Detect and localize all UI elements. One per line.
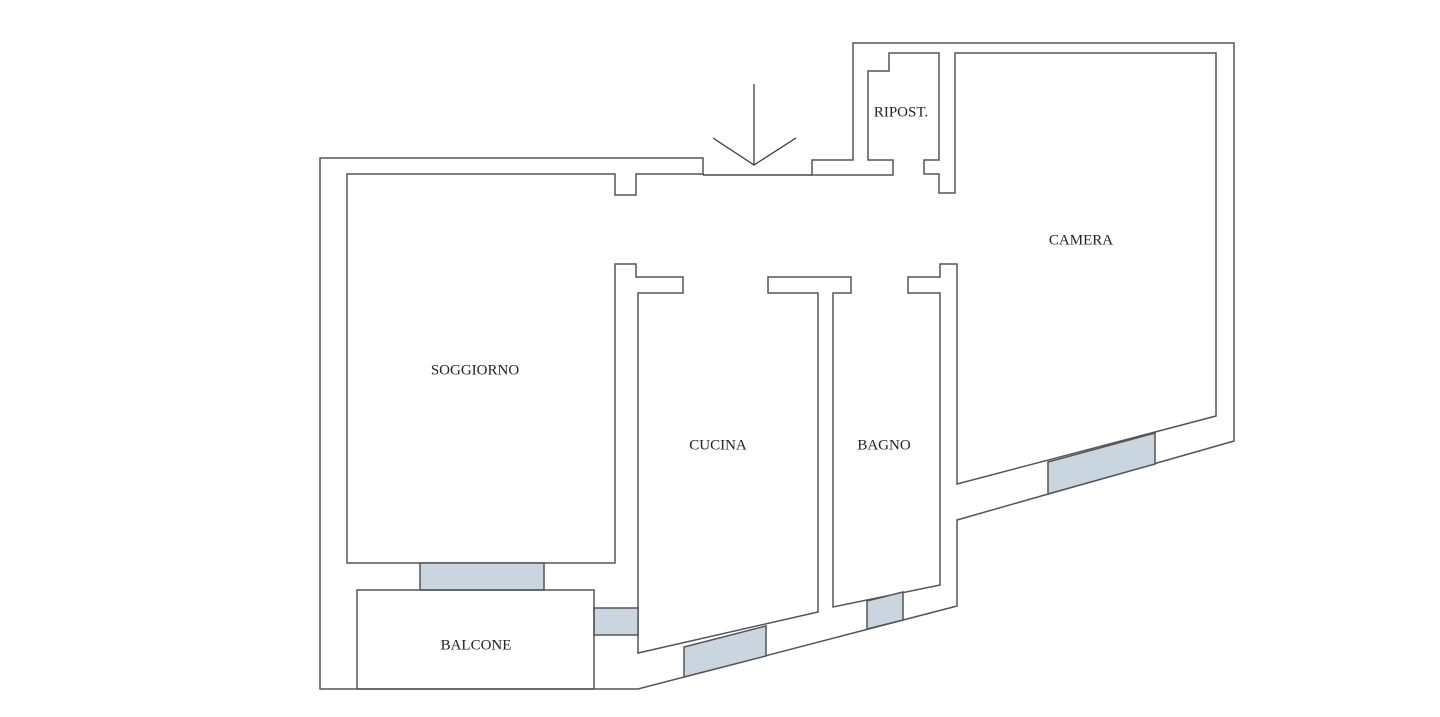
room-label-ripostiglio: RIPOST.: [873, 104, 929, 121]
balcone-area: [356, 589, 595, 690]
window-cucina: [683, 625, 767, 678]
window-soggiorno: [419, 562, 545, 591]
window-camera: [1047, 432, 1156, 495]
room-label-balcone: BALCONE: [440, 637, 512, 654]
window-balcone-side: [593, 607, 639, 636]
window-bagno: [866, 591, 904, 630]
outer-wall: [319, 42, 1235, 690]
arrow-down-icon: [712, 84, 797, 166]
room-label-bagno: BAGNO: [857, 437, 911, 454]
room-label-cucina: CUCINA: [689, 437, 747, 454]
room-label-camera: CAMERA: [1048, 232, 1114, 249]
room-label-soggiorno: SOGGIORNO: [430, 362, 520, 379]
